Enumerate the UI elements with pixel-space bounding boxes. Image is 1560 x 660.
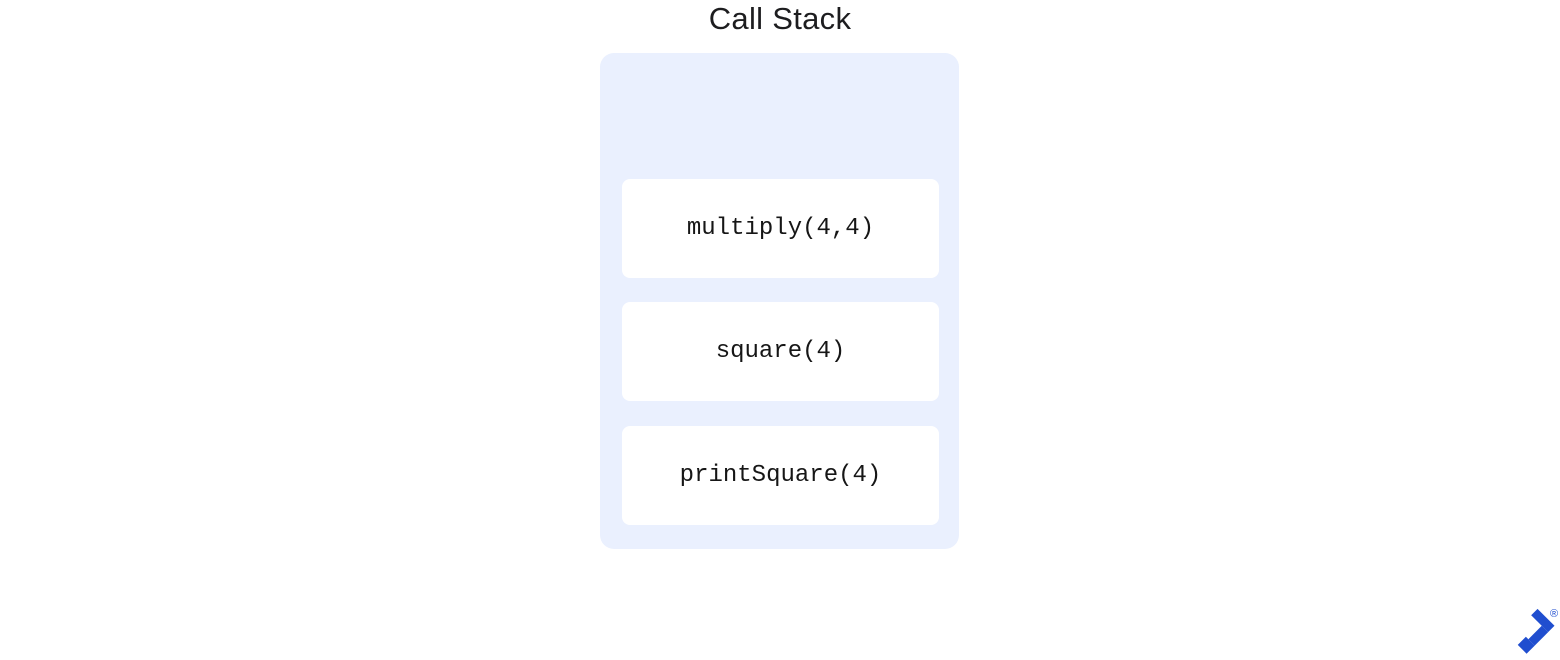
- diagram-title: Call Stack: [708, 1, 852, 36]
- stack-frame: square(4): [622, 302, 939, 401]
- stack-frame-label: printSquare(4): [679, 462, 882, 489]
- stack-frame-label: square(4): [715, 338, 846, 365]
- registered-trademark-icon: ®: [1550, 608, 1558, 620]
- stack-frame: multiply(4,4): [622, 179, 939, 278]
- stack-frame: printSquare(4): [622, 426, 939, 525]
- stack-frame-label: multiply(4,4): [686, 215, 875, 242]
- toptal-logo: ®: [1514, 604, 1558, 658]
- call-stack-container: multiply(4,4) square(4) printSquare(4): [600, 53, 959, 549]
- toptal-logo-icon: ®: [1517, 608, 1558, 654]
